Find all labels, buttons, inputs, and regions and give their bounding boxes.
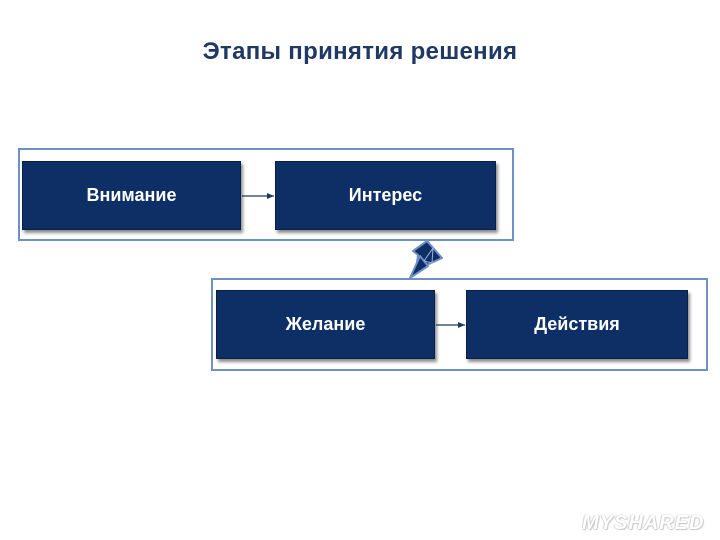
stage-box-action: Действия [466, 290, 688, 359]
stage-label: Действия [534, 314, 620, 334]
watermark-logo: MYSHARED [582, 512, 705, 534]
stage-group-top [18, 148, 514, 241]
down-arrow-icon [409, 240, 443, 279]
stage-label: Интерес [348, 185, 423, 205]
stage-box-attention: Внимание [22, 161, 241, 230]
stage-group-bottom [211, 278, 708, 371]
slide-title: Этапы принятия решения [202, 38, 518, 65]
stage-box-desire: Желание [216, 290, 435, 359]
stage-label: Желание [285, 314, 366, 334]
stage-label: Внимание [86, 185, 177, 205]
stage-box-interest: Интерес [275, 161, 496, 230]
